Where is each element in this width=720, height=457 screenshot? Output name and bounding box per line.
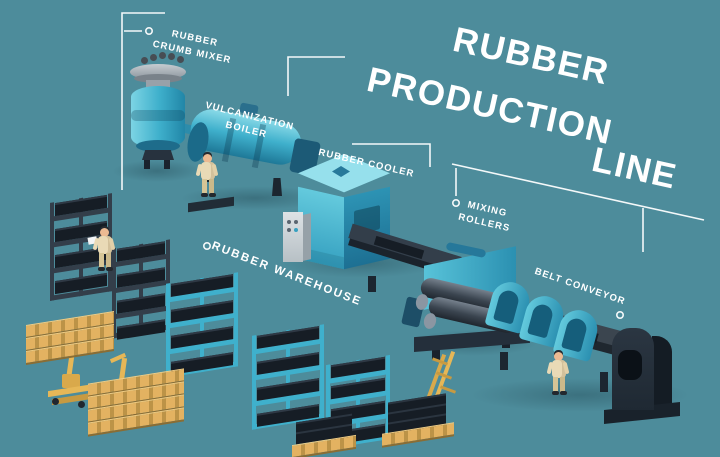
worker-head <box>203 154 212 163</box>
worker-leg <box>106 253 111 268</box>
rubber-slab <box>117 319 165 340</box>
warehouse-rack-blue <box>252 324 324 430</box>
worker-body <box>552 360 566 378</box>
pallet-jack <box>48 344 94 408</box>
end-machine-mouth <box>618 350 642 380</box>
mixer-crumbs <box>141 57 148 64</box>
bullet-belt-conveyor <box>615 310 624 319</box>
worker-head <box>554 352 563 361</box>
worker-shoe <box>560 391 567 395</box>
worker-shoe <box>106 267 113 271</box>
warehouse-rack-blue <box>166 272 238 378</box>
mixer-base <box>142 150 174 160</box>
worker-leg <box>560 377 565 392</box>
rollers-leg <box>432 350 440 360</box>
mixer-leg <box>144 160 150 169</box>
boiler-leg <box>272 178 282 196</box>
worker-warehouse-clerk <box>87 226 116 276</box>
end-machine-side <box>652 336 672 410</box>
jack-wheel <box>78 401 85 408</box>
worker-shoe <box>209 193 216 197</box>
leader-vulcanization-boiler <box>287 56 345 96</box>
jack-wheel <box>52 398 59 405</box>
arch-opening <box>561 316 589 353</box>
worker-boiler-operator <box>195 152 219 202</box>
jack-body <box>62 374 80 388</box>
bullet-mixing-rollers <box>451 199 460 208</box>
control-cabinet-side <box>303 213 311 261</box>
worker-leg <box>99 253 104 268</box>
mixer-leg <box>164 160 170 169</box>
worker-body <box>201 162 215 180</box>
cooler-hatch <box>332 166 350 177</box>
cooler-conveyor-leg <box>368 276 376 292</box>
warehouse-rack-dark <box>112 239 170 340</box>
worker-leg <box>209 179 214 194</box>
mixer-band <box>131 110 185 121</box>
worker-conveyor-operator <box>546 350 570 400</box>
arch-opening <box>527 302 555 339</box>
bullet-rubber-warehouse <box>203 242 212 251</box>
bullet-crumb-mixer <box>145 26 154 35</box>
worker-leg <box>553 377 558 392</box>
worker-body <box>98 236 112 254</box>
label-rubber-crumb-mixer: RUBBER CRUMB MIXER <box>151 24 235 69</box>
control-cabinet-front <box>283 212 303 262</box>
worker-shoe <box>552 391 559 395</box>
shadow <box>112 160 202 182</box>
worker-leg <box>202 179 207 194</box>
arch-opening <box>493 288 521 325</box>
conveyor-leg <box>600 372 608 392</box>
worker-head <box>100 228 109 237</box>
worker-shoe <box>98 267 105 271</box>
conveyor-leg <box>500 352 508 370</box>
label-mixing-rollers: MIXING ROLLERS <box>457 197 515 237</box>
worker-shoe <box>201 193 208 197</box>
cabinet-buttons <box>287 220 291 224</box>
truck-crossbar <box>439 385 457 394</box>
title-line: LINE <box>588 140 681 197</box>
